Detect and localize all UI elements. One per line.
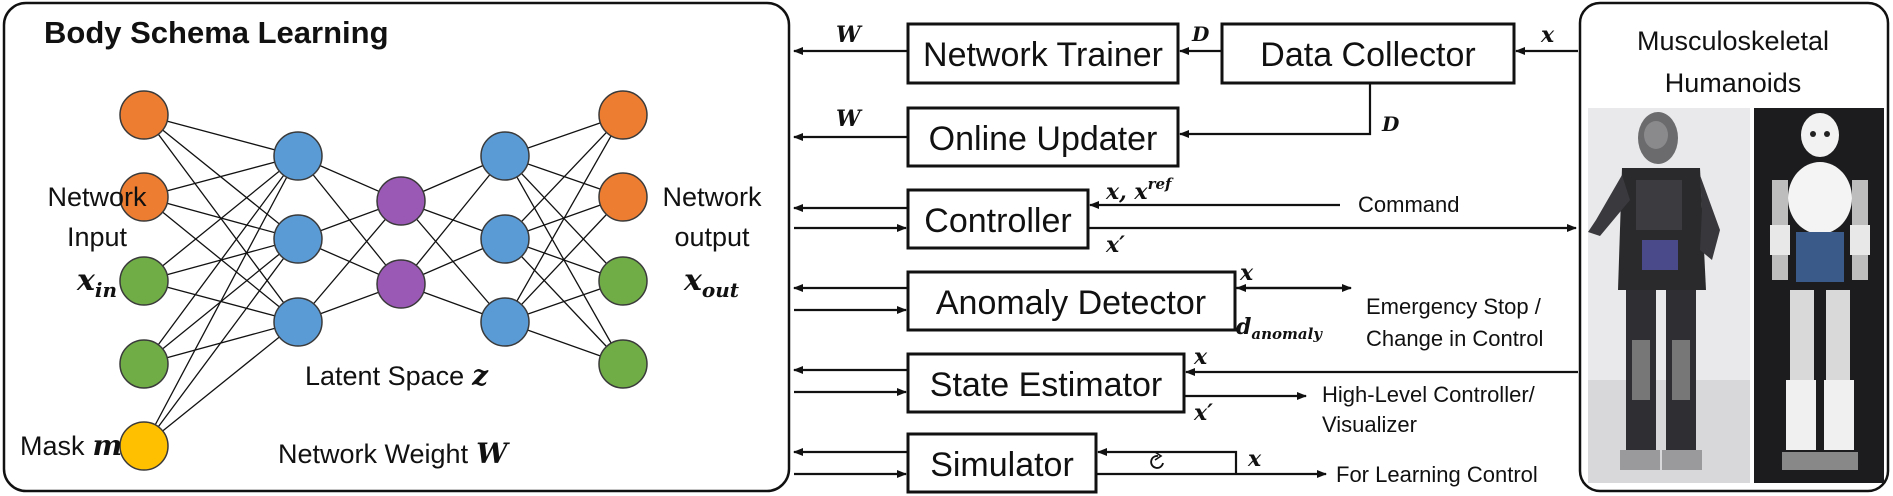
encoder-node (273, 131, 323, 181)
online-updater-box (906, 106, 1180, 168)
w-label-updater: W (836, 106, 863, 132)
d-label-updater: D (1381, 112, 1400, 136)
simulator-label: Simulator (930, 446, 1074, 484)
network-edge (143, 155, 299, 282)
decoder-node (480, 214, 530, 264)
anomaly-detector-label: Anomaly Detector (936, 284, 1206, 322)
encoder-node (273, 214, 323, 264)
x-label-collector: x (1540, 22, 1555, 48)
state-estimator-box (906, 352, 1186, 414)
network-edge (504, 114, 624, 323)
x-label-estimator: x (1193, 344, 1208, 370)
learning-control-label: For Learning Control (1336, 462, 1538, 487)
controller-label: Controller (924, 202, 1071, 240)
x-label-simulator: x (1247, 446, 1262, 472)
panel-title: Body Schema Learning (44, 15, 389, 50)
humanoids-title-2: Humanoids (1665, 68, 1802, 98)
command-label: Command (1358, 192, 1459, 217)
d-anomaly-label: danomaly (1236, 314, 1323, 343)
w-label-trainer: W (836, 22, 863, 48)
x-prime-controller: x′ (1105, 232, 1125, 258)
emergency-label-2: Change in Control (1366, 326, 1543, 351)
network-output-symbol: xout (683, 263, 740, 302)
output-node (598, 339, 648, 389)
data-collector-label: Data Collector (1260, 36, 1475, 74)
network-edge (504, 114, 624, 240)
decoder-node (480, 131, 530, 181)
signal-arrows (793, 47, 1578, 478)
network-trainer-box (906, 22, 1180, 85)
network-input-label-1: Network (47, 182, 147, 212)
network-edge (143, 321, 299, 447)
latent-node (376, 259, 426, 309)
controller-box (906, 188, 1090, 250)
input-node (119, 90, 169, 140)
network-trainer-label: Network Trainer (923, 36, 1163, 74)
x-label-anomaly: x (1239, 260, 1254, 286)
network-nodes (119, 90, 648, 471)
network-edge (400, 155, 506, 285)
network-edge (143, 238, 299, 447)
network-edge (143, 155, 299, 365)
input-node (119, 421, 169, 471)
anomaly-detector-box (906, 270, 1237, 332)
network-edge (143, 114, 299, 157)
network-input-label-2: Input (67, 222, 128, 252)
simulator-box (906, 432, 1098, 494)
emergency-label-1: Emergency Stop / (1366, 294, 1542, 319)
high-level-label-2: Visualizer (1322, 412, 1417, 437)
data-collector-box (1220, 22, 1516, 85)
input-node (119, 256, 169, 306)
output-node (598, 90, 648, 140)
network-edge (143, 155, 299, 447)
loop-icon (1150, 455, 1164, 469)
loop-arrowhead-icon (1154, 451, 1163, 461)
humanoid-photo-2 (1754, 108, 1884, 483)
x-xref-label: x, xref (1105, 175, 1174, 205)
network-edge (297, 200, 402, 323)
x-prime-estimator: x′ (1193, 400, 1213, 426)
output-node (598, 172, 648, 222)
network-connections (143, 114, 624, 447)
humanoid-photo-1 (1588, 108, 1750, 483)
latent-node (376, 176, 426, 226)
input-node (119, 172, 169, 222)
network-output-label-2: output (674, 222, 750, 252)
state-estimator-label: State Estimator (930, 366, 1162, 404)
output-node (598, 256, 648, 306)
decoder-node (480, 297, 530, 347)
network-output-label-1: Network (662, 182, 762, 212)
network-edge (143, 155, 299, 198)
input-node (119, 339, 169, 389)
network-edge (504, 196, 624, 323)
online-updater-label: Online Updater (929, 120, 1158, 158)
high-level-label-1: High-Level Controller/ (1322, 382, 1536, 407)
d-label-trainer: D (1191, 22, 1210, 46)
encoder-node (273, 297, 323, 347)
humanoids-title-1: Musculoskeletal (1637, 26, 1829, 56)
network-input-symbol: xin (76, 263, 117, 302)
